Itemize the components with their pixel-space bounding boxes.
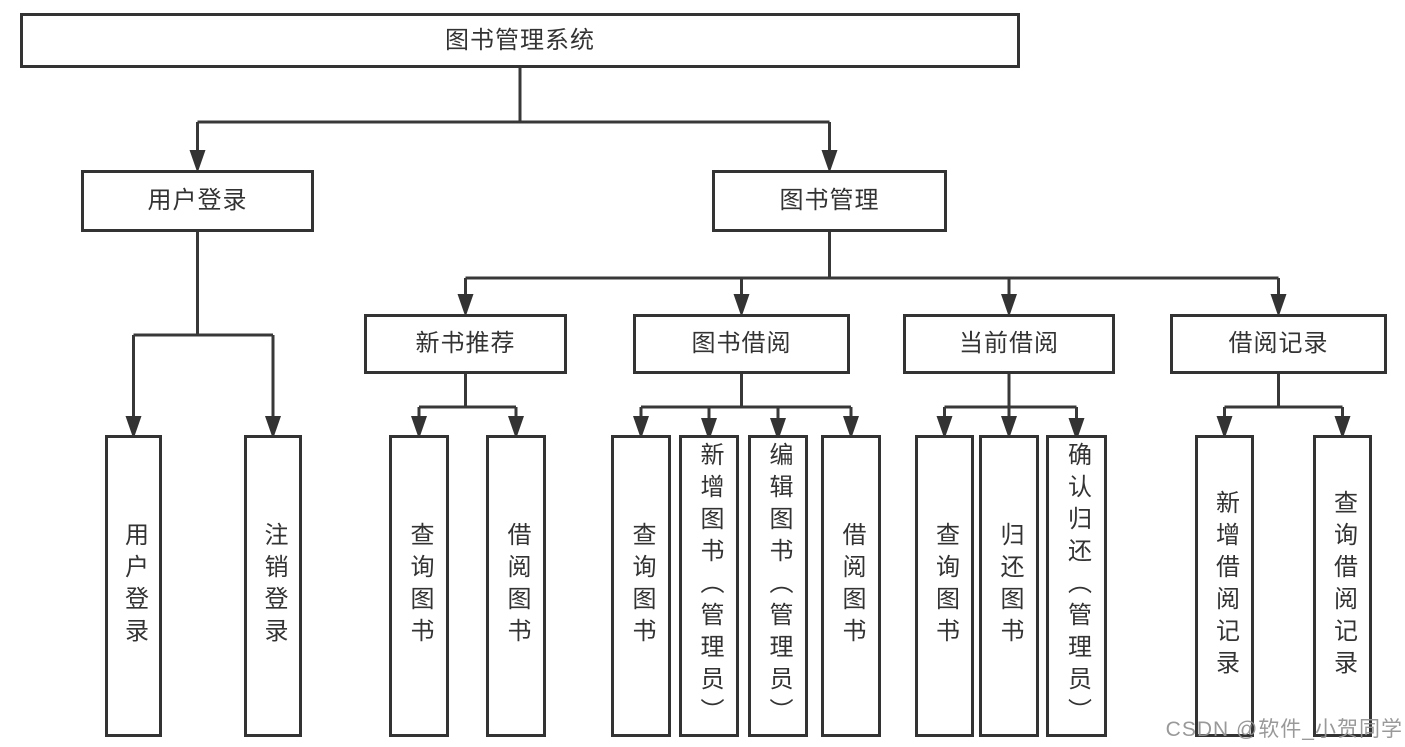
node-book-borrowing: 图书借阅: [633, 314, 850, 374]
leaf-logout: 注销登录: [244, 435, 302, 737]
leaf-user-login: 用户登录: [105, 435, 162, 737]
leaf-borrow-books-recommend-label: 借阅图书: [503, 522, 530, 650]
leaf-return-books: 归还图书: [979, 435, 1039, 737]
leaf-query-books-current: 查询图书: [915, 435, 974, 737]
leaf-edit-books-admin: 编辑图书（管理员）: [748, 435, 808, 737]
leaf-add-books-admin: 新增图书（管理员）: [679, 435, 739, 737]
leaf-query-books-recommend-label: 查询图书: [406, 522, 433, 650]
arrowhead-icon: [189, 150, 206, 173]
arrowhead-icon: [821, 150, 838, 173]
node-user-login: 用户登录: [81, 170, 314, 232]
leaf-confirm-return-admin-label: 确认归还（管理员）: [1063, 442, 1091, 730]
arrowhead-icon: [457, 294, 474, 317]
connector-new-book-recommend: [417, 374, 518, 422]
connector-borrowing-records: [1223, 374, 1344, 422]
node-library-system-label: 图书管理系统: [445, 26, 595, 54]
arrowhead-icon: [1270, 294, 1287, 317]
arrowhead-icon: [770, 418, 786, 441]
node-current-borrowing-label: 当前借阅: [959, 330, 1059, 357]
node-book-management: 图书管理: [712, 170, 947, 232]
arrowhead-icon: [1001, 416, 1017, 439]
arrowhead-icon: [843, 416, 859, 439]
arrowhead-icon: [265, 416, 281, 439]
node-borrowing-records-label: 借阅记录: [1228, 330, 1329, 357]
watermark-text: CSDN @软件_小贺同学: [1165, 718, 1403, 741]
arrowhead-icon: [1216, 416, 1233, 439]
leaf-query-books-current-label: 查询图书: [931, 522, 959, 650]
node-library-system: 图书管理系统: [20, 13, 1020, 68]
connector-current-borrowing: [943, 374, 1078, 424]
node-user-login-label: 用户登录: [147, 187, 248, 214]
leaf-add-books-admin-label: 新增图书（管理员）: [696, 442, 723, 730]
leaf-query-books-borrowing: 查询图书: [611, 435, 671, 737]
leaf-borrow-books-borrowing-label: 借阅图书: [838, 522, 865, 650]
connector-book-management: [464, 232, 1280, 300]
leaf-logout-label: 注销登录: [260, 522, 287, 650]
arrowhead-icon: [1001, 294, 1017, 317]
leaf-query-borrow-record-label: 查询借阅记录: [1329, 490, 1357, 682]
leaf-user-login-label: 用户登录: [120, 522, 148, 650]
leaf-query-books-borrowing-label: 查询图书: [628, 522, 655, 650]
leaf-borrow-books-borrowing: 借阅图书: [821, 435, 881, 737]
leaf-add-borrow-record-label: 新增借阅记录: [1211, 490, 1239, 682]
leaf-edit-books-admin-label: 编辑图书（管理员）: [765, 442, 792, 730]
node-current-borrowing: 当前借阅: [903, 314, 1115, 374]
arrowhead-icon: [701, 418, 717, 441]
leaf-add-borrow-record: 新增借阅记录: [1195, 435, 1254, 737]
arrowhead-icon: [633, 416, 649, 439]
leaf-borrow-books-recommend: 借阅图书: [486, 435, 546, 737]
node-book-management-label: 图书管理: [779, 187, 880, 214]
connector-user-login: [132, 232, 275, 422]
connector-book-borrowing: [639, 374, 853, 424]
leaf-query-books-recommend: 查询图书: [389, 435, 449, 737]
leaf-confirm-return-admin: 确认归还（管理员）: [1046, 435, 1107, 737]
arrowhead-icon: [1068, 418, 1085, 441]
node-new-book-recommend-label: 新书推荐: [415, 330, 516, 357]
arrowhead-icon: [936, 416, 953, 439]
leaf-return-books-label: 归还图书: [996, 522, 1023, 650]
node-borrowing-records: 借阅记录: [1170, 314, 1387, 374]
node-book-borrowing-label: 图书借阅: [691, 330, 792, 357]
arrowhead-icon: [1334, 416, 1351, 439]
leaf-query-borrow-record: 查询借阅记录: [1313, 435, 1372, 737]
arrowhead-icon: [411, 416, 427, 439]
arrowhead-icon: [733, 294, 750, 317]
arrowhead-icon: [125, 416, 142, 439]
arrowhead-icon: [508, 416, 524, 439]
connector-root: [196, 68, 831, 156]
node-new-book-recommend: 新书推荐: [364, 314, 567, 374]
